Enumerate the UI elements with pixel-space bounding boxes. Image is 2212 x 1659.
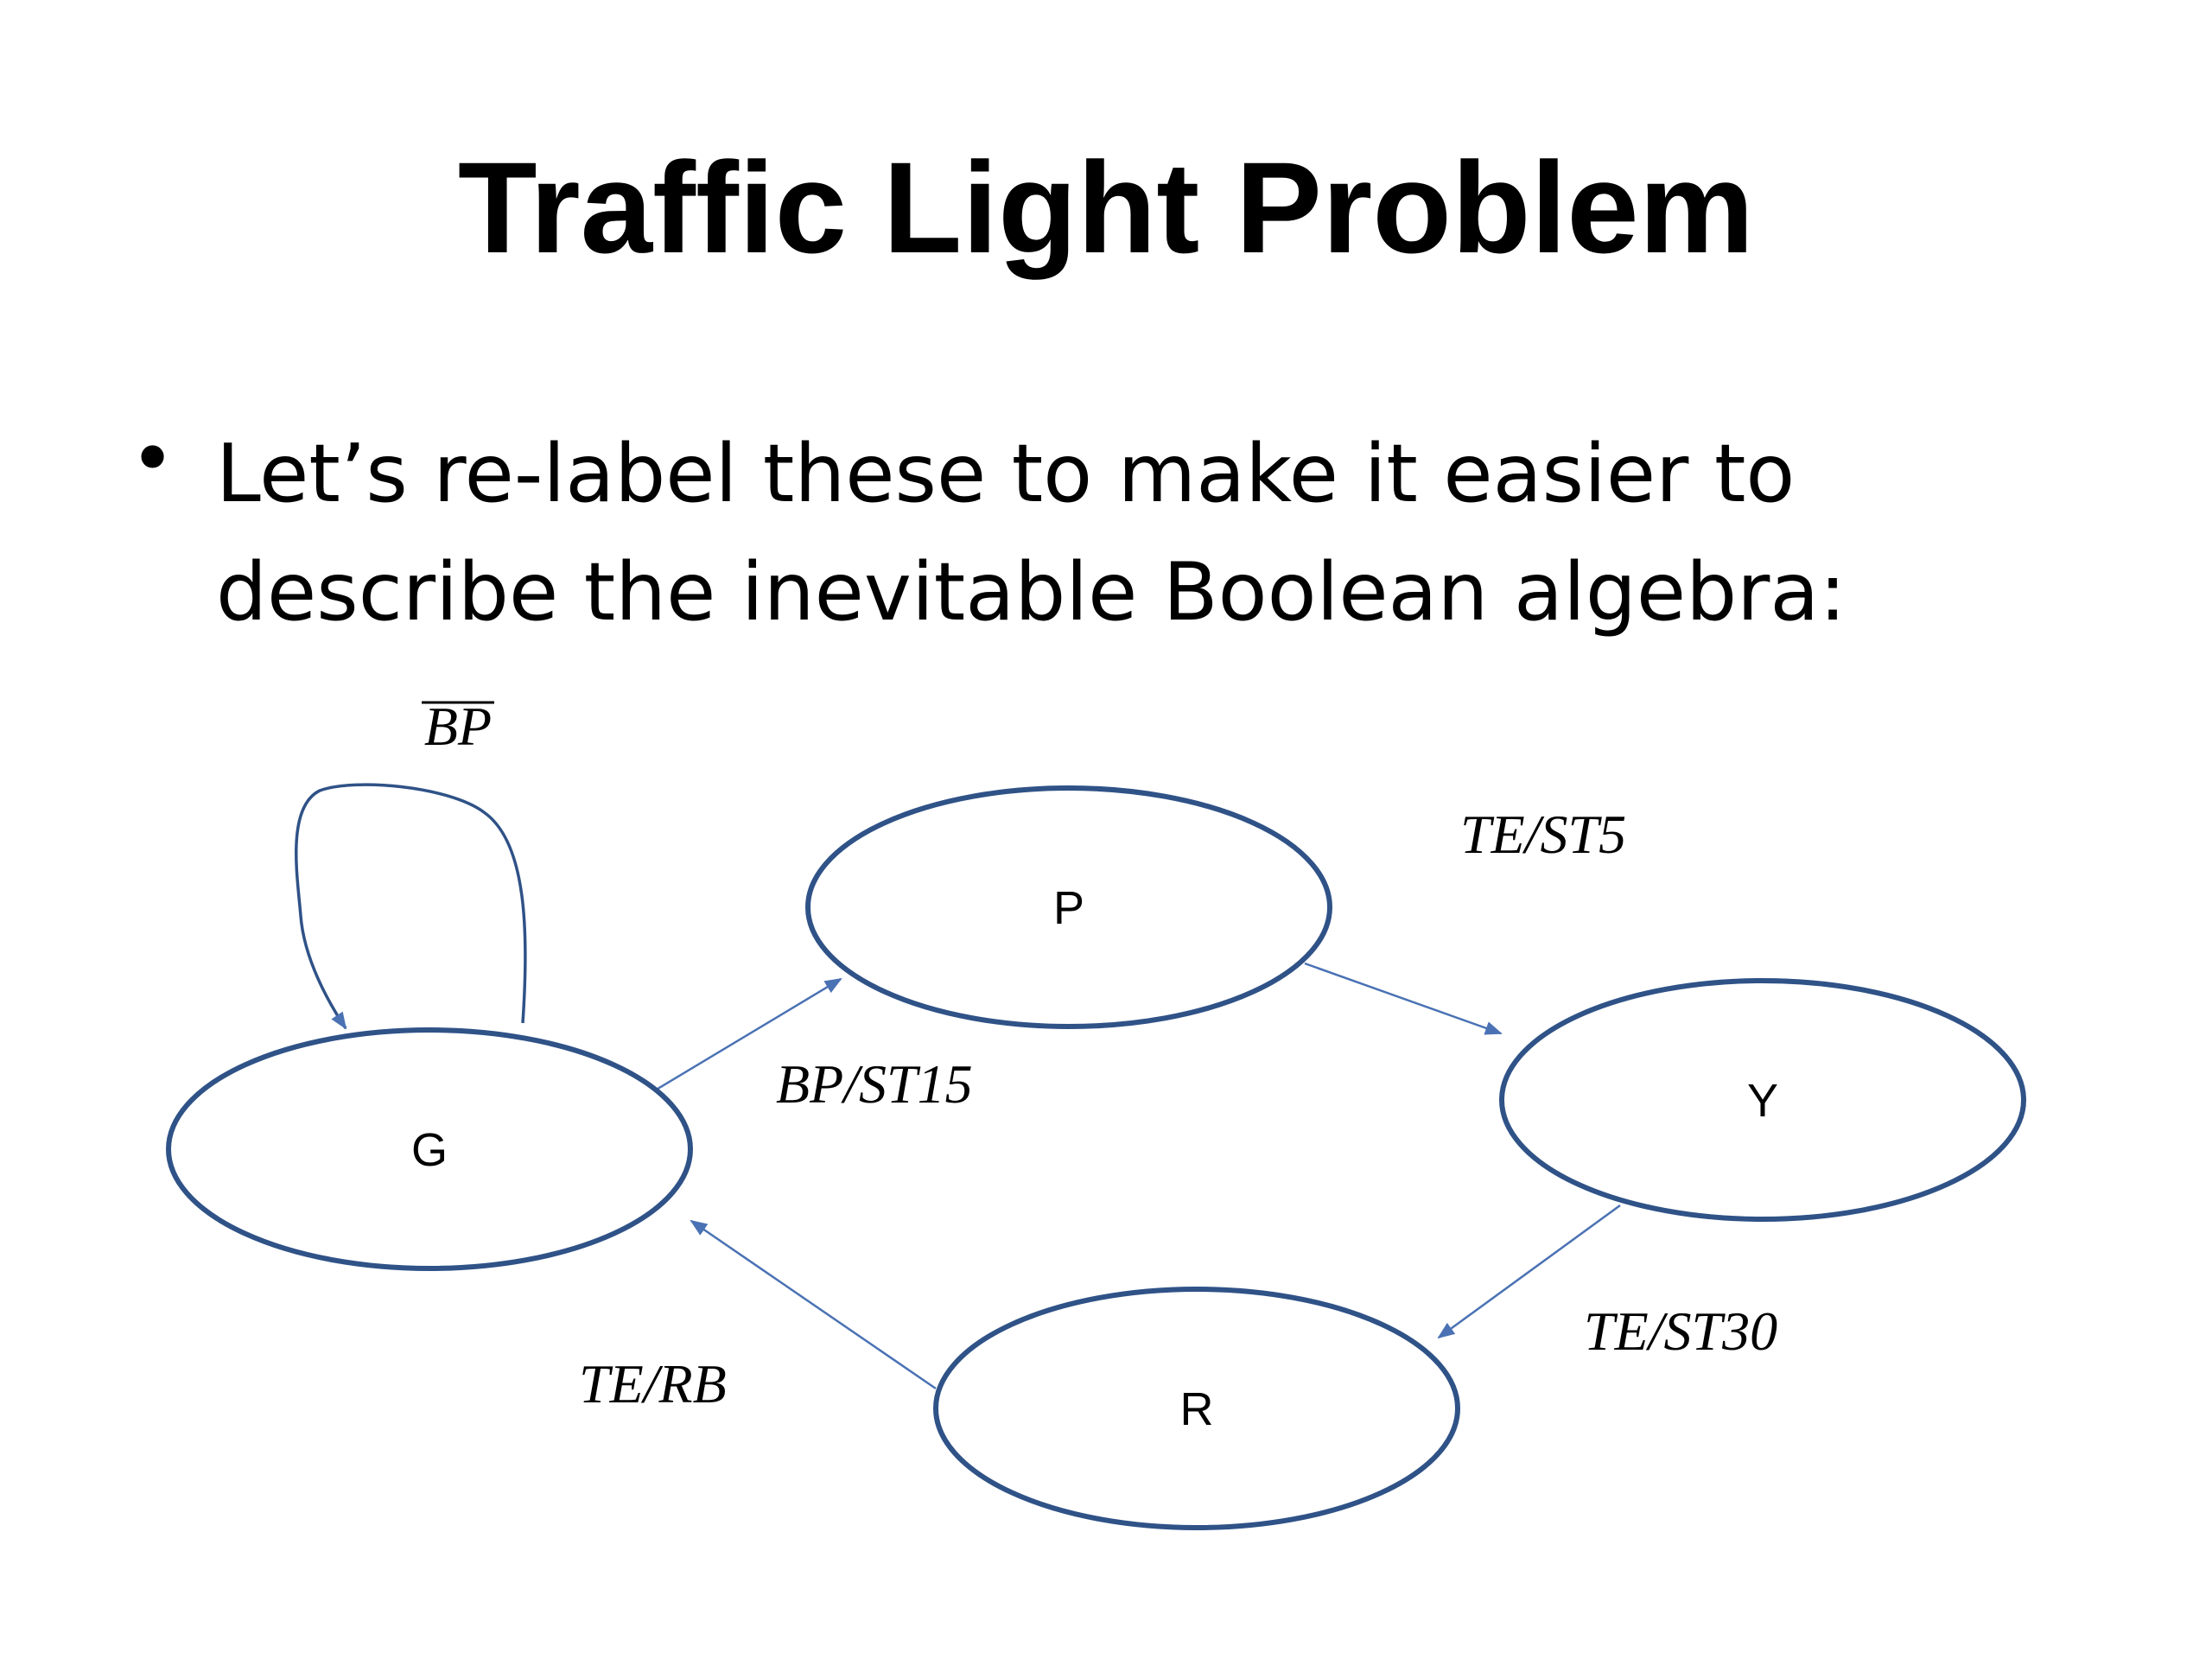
transition-g-self-label: BP (424, 696, 492, 757)
transition-r-to-g-arrow (690, 1219, 937, 1390)
transition-g-self-arrow (295, 783, 527, 1030)
state-y-label: Y (1747, 1075, 1778, 1127)
transition-y-to-r-label: TE/ST30 (1584, 1300, 1777, 1362)
state-r-label: R (1180, 1383, 1214, 1435)
state-p-label: P (1053, 882, 1084, 934)
transition-y-to-r-arrow (1437, 1204, 1621, 1339)
state-r: R (933, 1287, 1460, 1530)
state-y: Y (1499, 978, 2026, 1222)
state-g: G (166, 1027, 693, 1271)
transition-g-to-p-label: BP/ST15 (776, 1053, 973, 1115)
transition-p-to-y-arrow (1304, 962, 1503, 1035)
transition-g-to-p-arrow (654, 977, 842, 1092)
bullet-line-2: describe the inevitable Boolean algebra: (216, 545, 1847, 639)
transition-r-to-g-label: TE/RB (579, 1353, 727, 1414)
bullet-marker: • (130, 414, 176, 505)
transition-p-to-y-label: TE/ST5 (1460, 804, 1626, 865)
bullet-line-1: Let’s re-label these to make it easier t… (216, 427, 1796, 520)
state-p: P (805, 785, 1332, 1029)
slide-title: Traffic Light Problem (457, 135, 1755, 280)
bullet-text: Let’s re-label these to make it easier t… (216, 415, 2117, 652)
transition-g-self-label-group: BP (422, 696, 494, 757)
state-g-label: G (411, 1124, 448, 1176)
